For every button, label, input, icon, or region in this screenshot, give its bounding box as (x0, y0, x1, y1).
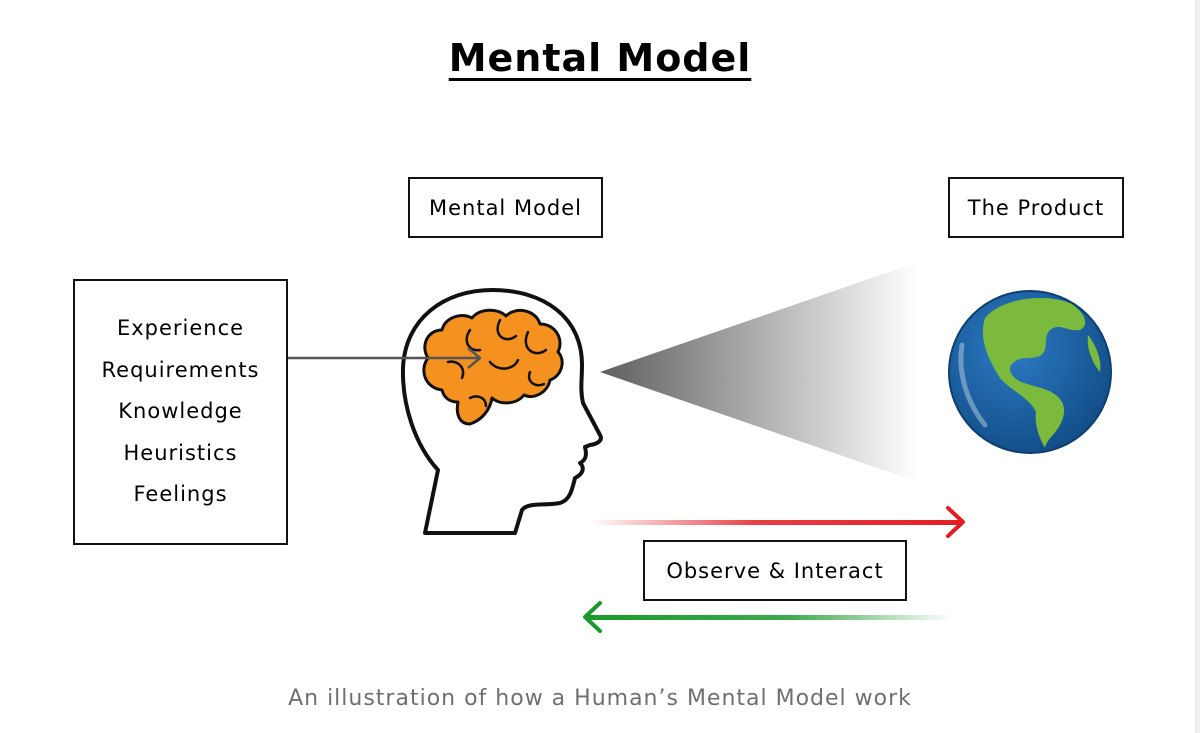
product-label-box: The Product (948, 177, 1124, 238)
page-title: Mental Model (0, 36, 1200, 80)
factor-knowledge: Knowledge (118, 399, 243, 424)
factor-heuristics: Heuristics (123, 440, 238, 465)
figure-caption: An illustration of how a Human’s Mental … (288, 686, 912, 711)
return-arrow (583, 601, 953, 633)
earth-globe-icon (948, 290, 1112, 454)
input-arrow (288, 347, 482, 369)
page-right-edge (1195, 0, 1200, 733)
interaction-label: Observe & Interact (666, 558, 884, 583)
mental-model-label-box: Mental Model (408, 177, 603, 238)
interaction-label-box: Observe & Interact (643, 540, 907, 601)
page-title-text: Mental Model (448, 36, 752, 80)
forward-arrow (590, 506, 965, 538)
factor-requirements: Requirements (101, 357, 260, 382)
factor-feelings: Feelings (133, 482, 228, 507)
mental-model-label: Mental Model (428, 195, 582, 220)
brain-icon (422, 308, 564, 426)
vision-cone (600, 262, 918, 482)
factors-box: Experience Requirements Knowledge Heuris… (73, 279, 288, 545)
product-label: The Product (967, 195, 1105, 220)
factor-experience: Experience (116, 316, 245, 341)
